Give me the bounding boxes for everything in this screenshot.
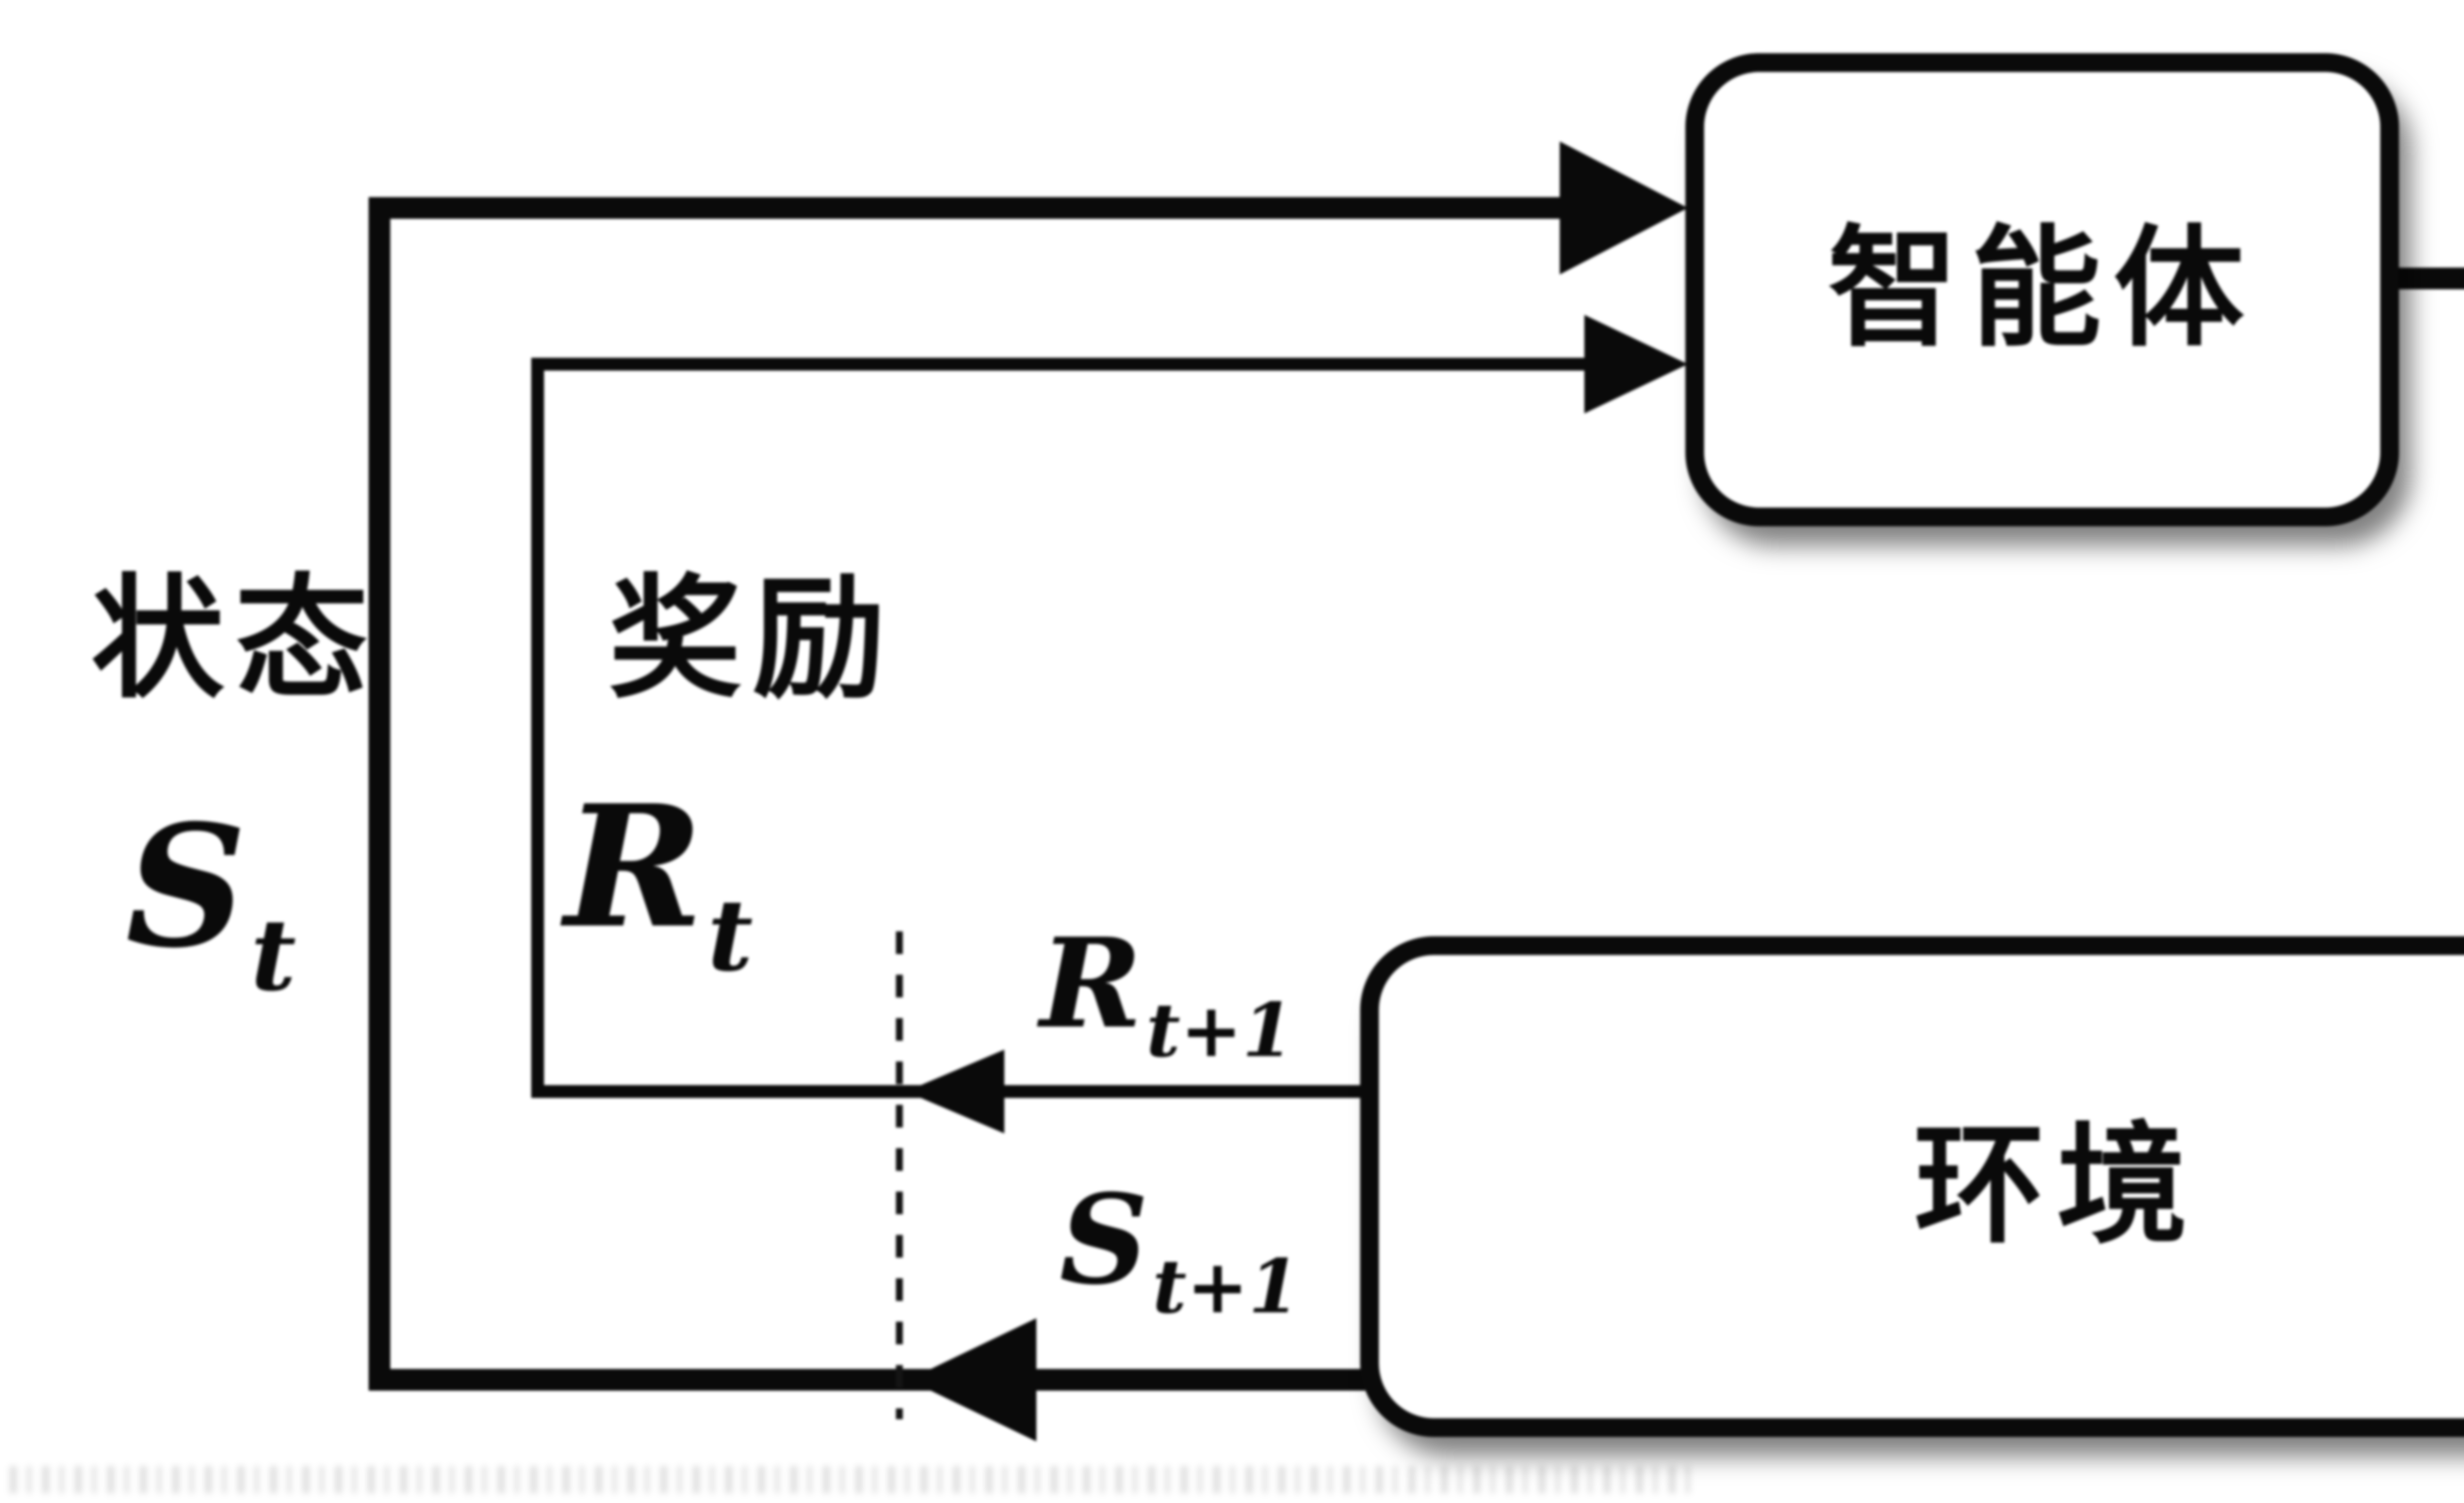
next-reward-symbol-label: Rt+1 <box>1040 922 1294 1067</box>
state-symbol-subscript: t <box>250 897 296 1013</box>
reward-text-label: 奖励 <box>609 567 896 714</box>
state-loop-top-line <box>369 197 1596 219</box>
next-reward-symbol-subscript: t+1 <box>1146 987 1294 1074</box>
time-step-boundary-dashed-line <box>896 931 903 1419</box>
state-into-agent-arrowhead <box>1560 141 1689 274</box>
next-state-symbol-base: S <box>1060 1167 1149 1312</box>
next-state-crossing-arrowhead <box>907 1318 1036 1441</box>
next-state-symbol-subscript: t+1 <box>1152 1243 1300 1330</box>
environment-box-label: 环境 <box>1914 1114 2200 1259</box>
reward-symbol-label: Rt <box>564 784 753 985</box>
state-text-label: 状态 <box>91 567 379 714</box>
next-reward-symbol-base: R <box>1040 911 1142 1056</box>
reward-symbol-subscript: t <box>707 878 753 993</box>
agent-box-label: 智能体 <box>1828 217 2257 362</box>
next-state-symbol-label: St+1 <box>1060 1178 1300 1324</box>
cropped-caption-artifact <box>10 1466 1695 1493</box>
environment-box: 环境 <box>1360 936 2464 1437</box>
state-symbol-base: S <box>126 788 247 985</box>
reward-loop-top-line <box>531 358 1603 371</box>
next-reward-crossing-arrowhead <box>904 1050 1004 1133</box>
state-loop-vertical-line <box>369 197 390 1391</box>
agent-box: 智能体 <box>1685 53 2399 526</box>
reward-loop-vertical-line <box>531 358 544 1098</box>
reward-into-agent-arrowhead <box>1584 315 1689 413</box>
reward-symbol-base: R <box>564 769 704 965</box>
state-loop-bottom-line <box>369 1369 1365 1391</box>
state-symbol-label: St <box>126 803 296 1005</box>
